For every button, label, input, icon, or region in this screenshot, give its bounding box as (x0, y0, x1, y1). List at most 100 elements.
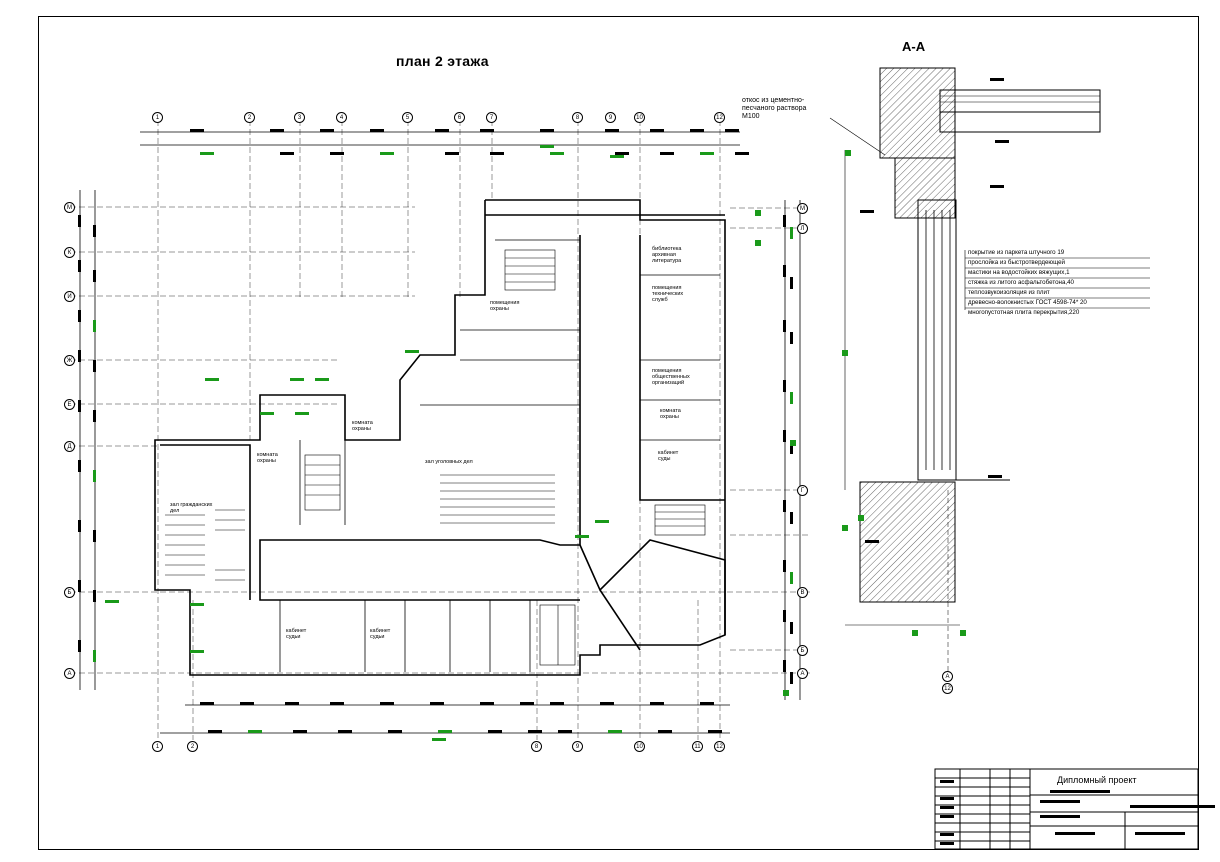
stairs (304, 249, 706, 666)
dimension-mark (528, 730, 542, 733)
dimension-mark (790, 277, 793, 289)
axis-marker: 10 (634, 741, 645, 752)
grid-axes (70, 120, 810, 740)
dimension-mark (912, 630, 918, 636)
dimension-mark (1040, 800, 1080, 803)
dimension-mark (315, 378, 329, 381)
dimension-mark (78, 400, 81, 412)
dimension-mark (78, 215, 81, 227)
axis-marker: 1 (152, 741, 163, 752)
layer-item: мастики на водостойких вяжущих,1 (968, 269, 1070, 276)
interior-partitions (279, 239, 720, 672)
dimension-mark (1135, 832, 1185, 835)
axis-marker: А (942, 671, 953, 682)
dimension-mark (708, 730, 722, 733)
dimension-mark (93, 410, 96, 422)
dimension-mark (285, 702, 299, 705)
dimension-mark (790, 512, 793, 524)
drawing-frame (38, 16, 1199, 850)
dimension-mark (1175, 805, 1215, 808)
dimension-mark (93, 270, 96, 282)
dimension-mark (488, 730, 502, 733)
dimension-mark (1050, 790, 1110, 793)
dimension-mark (388, 730, 402, 733)
dimension-mark (755, 210, 761, 216)
dimension-mark (700, 702, 714, 705)
dimension-mark (595, 520, 609, 523)
dimension-mark (858, 515, 864, 521)
dimension-mark (783, 560, 786, 572)
dimension-mark (380, 702, 394, 705)
room-label: зал уголовных дел (425, 459, 473, 465)
axis-marker: Г (797, 485, 808, 496)
dimension-mark (790, 442, 793, 454)
axis-marker: 9 (605, 112, 616, 123)
dimension-mark (190, 650, 204, 653)
dimension-mark (575, 535, 589, 538)
axis-marker: 10 (634, 112, 645, 123)
axis-marker: И (64, 291, 75, 302)
dimension-mark (988, 475, 1002, 478)
dimension-mark (320, 129, 334, 132)
dimension-mark (430, 702, 444, 705)
dimension-mark (380, 152, 394, 155)
dimension-mark (995, 140, 1009, 143)
dimension-mark (290, 378, 304, 381)
dimension-mark (200, 152, 214, 155)
dimension-mark (755, 240, 761, 246)
dimension-mark (790, 572, 793, 584)
layer-item: многопустотная плита перекрытия,220 (968, 309, 1080, 316)
plan-walls (154, 199, 726, 676)
dimension-mark (600, 702, 614, 705)
axis-marker: 1 (152, 112, 163, 123)
dimension-mark (248, 730, 262, 733)
dimension-mark (615, 152, 629, 155)
dimension-mark (480, 702, 494, 705)
title-block (934, 768, 1199, 850)
room-label: комната охраны (257, 452, 278, 464)
dimension-mark (790, 227, 793, 239)
dimension-mark (660, 152, 674, 155)
dimension-mark (93, 530, 96, 542)
dimension-mark (842, 525, 848, 531)
dimension-mark (78, 640, 81, 652)
dimension-mark (650, 129, 664, 132)
dimension-mark (78, 350, 81, 362)
axis-marker: 12 (714, 741, 725, 752)
axis-marker: 6 (454, 112, 465, 123)
seating-rows (165, 474, 555, 581)
room-label: помещения технических служб (652, 285, 684, 303)
room-label: кабинет суды (658, 450, 679, 462)
axis-marker: А (797, 668, 808, 679)
dimension-mark (783, 610, 786, 622)
dimension-mark (93, 590, 96, 602)
dimension-mark (405, 350, 419, 353)
dimension-mark (520, 702, 534, 705)
dimension-mark (605, 129, 619, 132)
dimension-mark (658, 730, 672, 733)
axis-marker: Д (64, 441, 75, 452)
section-title: А-А (902, 39, 926, 54)
dimension-mark (490, 152, 504, 155)
dimension-mark (435, 129, 449, 132)
dimension-mark (690, 129, 704, 132)
section-aa (829, 67, 1150, 680)
dimension-mark (940, 806, 954, 809)
room-label: помещения общественных организаций (652, 368, 690, 386)
layer-item: стяжка из литого асфальтобетона,40 (968, 279, 1074, 286)
dimension-mark (293, 730, 307, 733)
axis-marker: 12 (714, 112, 725, 123)
dimension-mark (940, 780, 954, 783)
room-label: комната охраны (660, 408, 681, 420)
dimension-mark (940, 833, 954, 836)
dimension-marks (78, 78, 1215, 845)
axis-marker: 7 (486, 112, 497, 123)
axis-marker: М (64, 202, 75, 213)
room-label: зал гражданских дел (170, 502, 213, 514)
dimension-mark (78, 260, 81, 272)
dimension-mark (330, 152, 344, 155)
dimension-mark (842, 350, 848, 356)
dimension-mark (608, 730, 622, 733)
plan-title: план 2 этажа (396, 53, 489, 69)
dimension-mark (650, 702, 664, 705)
